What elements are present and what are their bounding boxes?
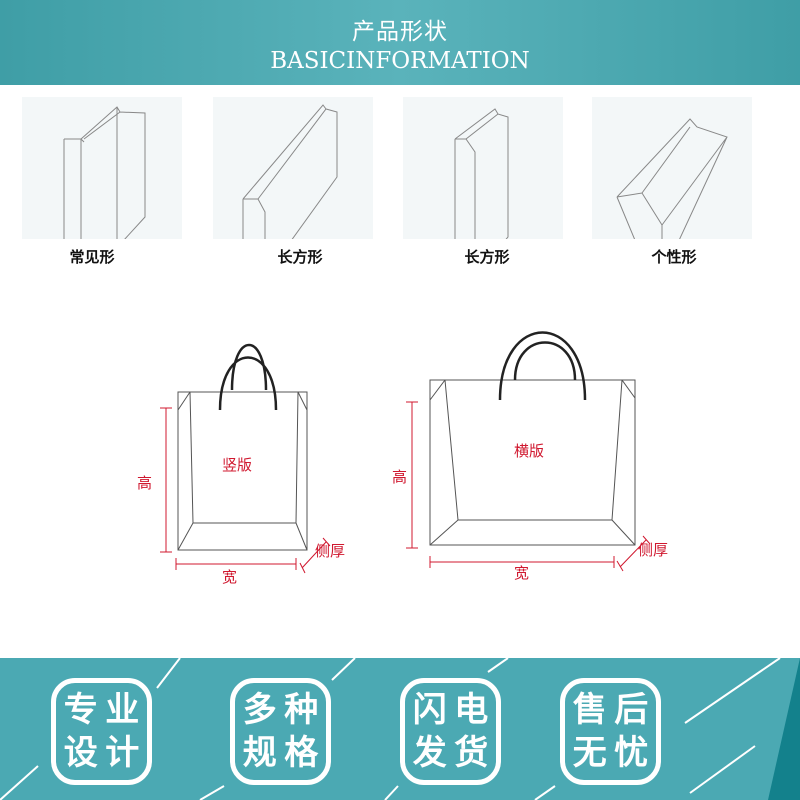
badge-char: 专 bbox=[63, 690, 98, 731]
badge-char: 业 bbox=[105, 690, 140, 731]
vertical-depth-label: 侧厚 bbox=[315, 542, 346, 560]
feature-badge-professional-design: 专业设计 bbox=[51, 678, 152, 785]
vertical-bag-label: 竖版 bbox=[222, 456, 253, 474]
badge-char: 发 bbox=[412, 732, 447, 773]
badge-char: 电 bbox=[454, 690, 489, 731]
vertical-bag-drawing bbox=[177, 391, 308, 551]
badge-char: 规 bbox=[242, 732, 277, 773]
horizontal-bag-label: 横版 bbox=[514, 442, 545, 460]
badge-char: 忧 bbox=[614, 732, 649, 773]
horizontal-bag-drawing bbox=[429, 379, 636, 546]
page-subtitle: BASICINFORMATION bbox=[270, 48, 530, 74]
badge-char: 闪 bbox=[412, 690, 447, 731]
horizontal-width-label: 宽 bbox=[514, 564, 530, 582]
vertical-bag-handle bbox=[218, 344, 278, 411]
horizontal-bag-handle bbox=[498, 331, 587, 401]
badge-char: 多 bbox=[242, 690, 277, 731]
feature-badge-multiple-sizes: 多种规格 bbox=[230, 678, 331, 785]
badge-char: 设 bbox=[63, 732, 98, 773]
badge-char: 售 bbox=[572, 690, 607, 731]
badge-char: 后 bbox=[614, 690, 649, 731]
vertical-width-label: 宽 bbox=[222, 568, 238, 586]
horizontal-height-label: 高 bbox=[392, 468, 408, 486]
shape-label-rectangle-2: 长方形 bbox=[464, 248, 510, 266]
decorative-lines bbox=[0, 658, 800, 800]
feature-badge-fast-shipping: 闪电发货 bbox=[400, 678, 501, 785]
shape-image-custom bbox=[592, 97, 752, 278]
badge-char: 格 bbox=[284, 732, 319, 773]
features-band: 专业设计 多种规格 闪电发货 售后无忧 bbox=[0, 658, 800, 800]
shape-label-custom: 个性形 bbox=[651, 248, 697, 266]
shape-image-rectangle-1 bbox=[213, 97, 373, 307]
badge-char: 无 bbox=[572, 732, 607, 773]
feature-badge-after-sales: 售后无忧 bbox=[560, 678, 661, 785]
header-banner: 产品形状 BASICINFORMATION bbox=[0, 0, 800, 85]
shape-label-rectangle-1: 长方形 bbox=[277, 248, 323, 266]
dimension-diagram: 竖版 高 宽 侧厚 横版 高 宽 侧厚 bbox=[0, 280, 800, 650]
page-title: 产品形状 bbox=[352, 19, 448, 45]
shape-image-common bbox=[22, 97, 182, 288]
badge-char: 货 bbox=[454, 732, 489, 773]
shape-image-rectangle-2 bbox=[403, 97, 563, 276]
horizontal-depth-label: 侧厚 bbox=[638, 541, 669, 559]
badge-char: 计 bbox=[105, 732, 140, 773]
shape-label-common: 常见形 bbox=[69, 248, 115, 266]
vertical-height-label: 高 bbox=[137, 474, 153, 492]
badge-char: 种 bbox=[284, 690, 319, 731]
